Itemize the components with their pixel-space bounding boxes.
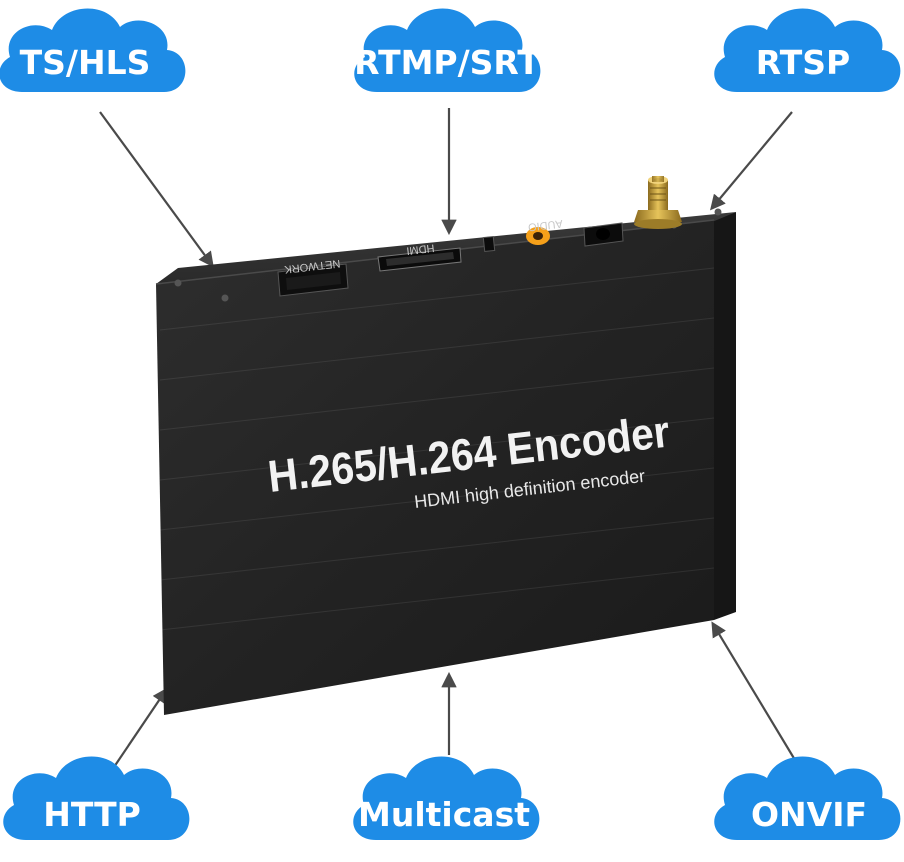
hdmi-port: HDMI (377, 241, 462, 272)
encoder-device: NETWORK HDMI AUDIO (155, 176, 736, 715)
arrow-http (111, 687, 168, 771)
hdmi-port-label: HDMI (406, 241, 435, 256)
screw-icon (174, 279, 182, 287)
antenna-connector-icon (634, 176, 682, 229)
cloud-http-label: HTTP (43, 795, 141, 834)
device-side (714, 212, 736, 620)
cloud-rtsp: RTSP (714, 8, 901, 92)
cloud-rtsp-label: RTSP (756, 43, 850, 82)
cloud-http: HTTP (3, 756, 190, 840)
audio-port-label: AUDIO (527, 217, 563, 233)
cloud-multicast-label: Multicast (358, 795, 530, 834)
switch-toggle (482, 235, 496, 253)
audio-jack: AUDIO (526, 217, 563, 245)
screw-icon (221, 294, 229, 302)
cloud-rtmp-srt: RTMP/SRT (354, 8, 541, 92)
cloud-ts-hls-label: TS/HLS (20, 43, 151, 82)
power-jack (583, 222, 624, 247)
cloud-onvif: ONVIF (714, 756, 901, 840)
cloud-multicast: Multicast (353, 756, 540, 840)
arrow-onvif (711, 621, 796, 761)
device-front (156, 220, 714, 715)
arrow-ts-hls (99, 111, 214, 268)
cloud-rtmp-srt-label: RTMP/SRT (354, 43, 540, 82)
cloud-ts-hls: TS/HLS (0, 8, 186, 92)
connector-arrows (99, 108, 796, 771)
cloud-onvif-label: ONVIF (751, 795, 867, 834)
screw-icon (714, 208, 722, 216)
arrow-rtsp (710, 111, 793, 211)
